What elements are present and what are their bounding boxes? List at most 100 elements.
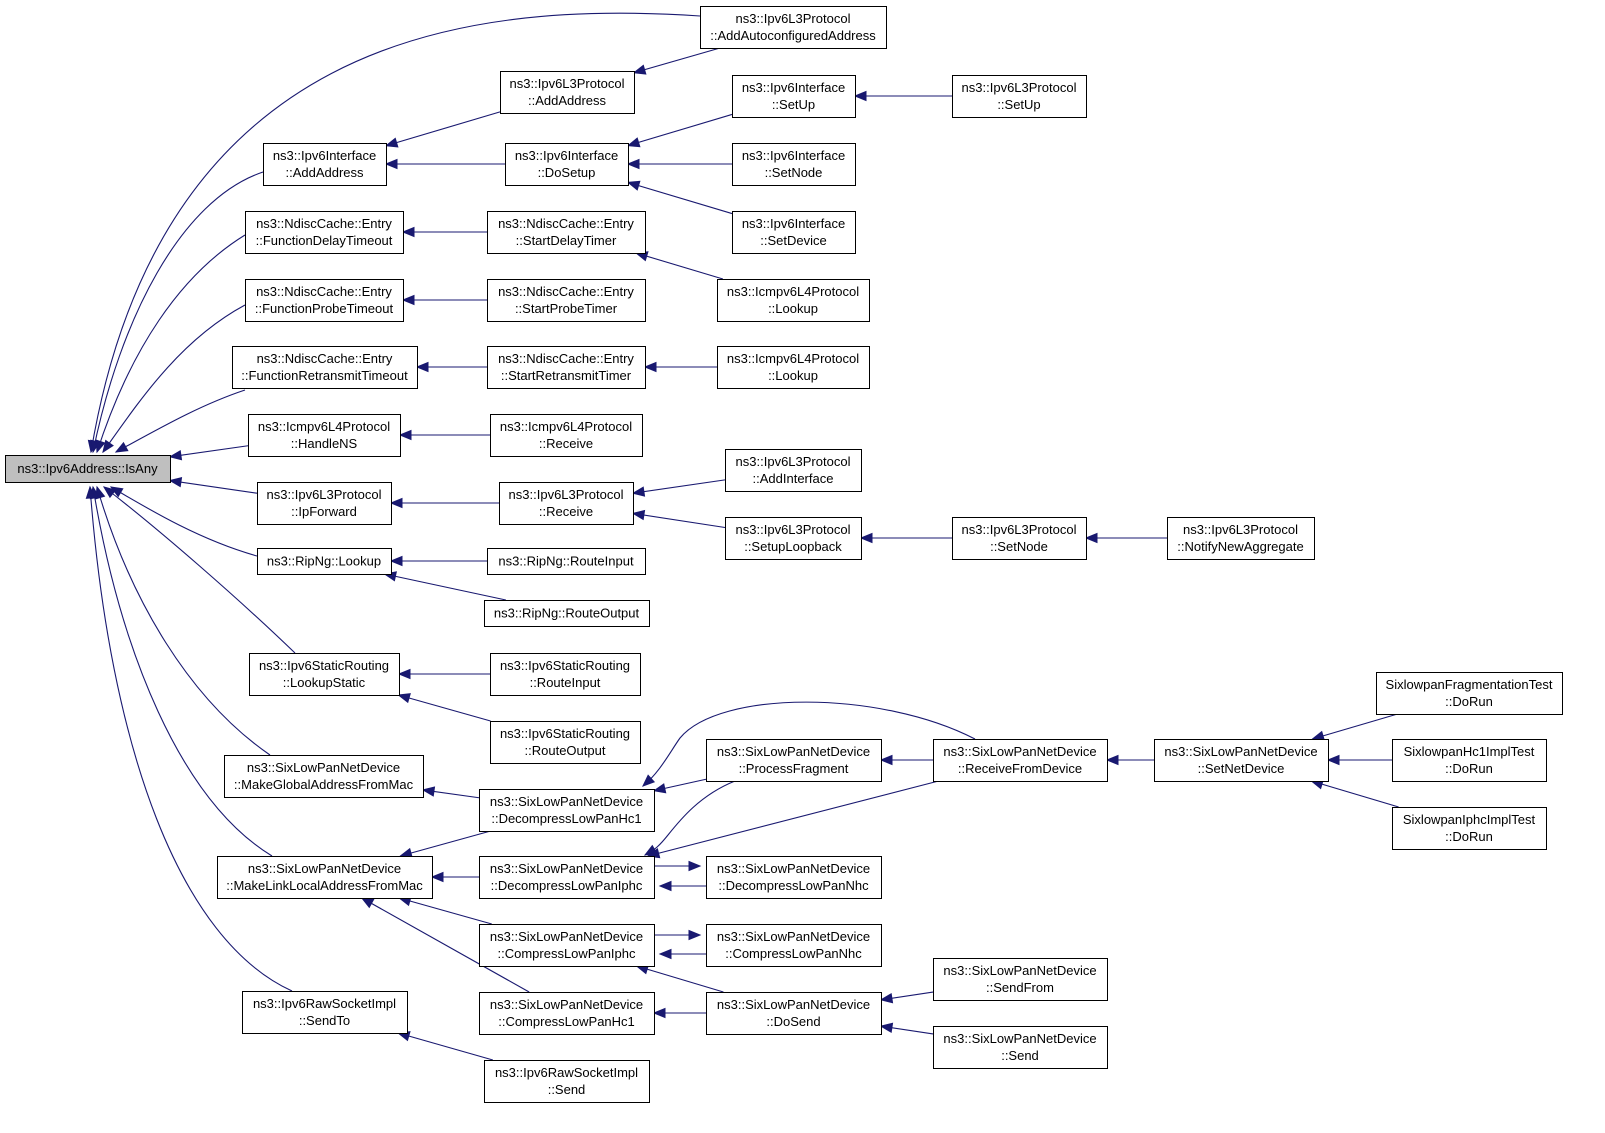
node-box: [933, 958, 1108, 1001]
node-label: ns3::RipNg::RouteInput: [498, 554, 634, 569]
node-rip-routein[interactable]: ns3::RipNg::RouteInput: [487, 548, 646, 575]
node-sr-routein[interactable]: ns3::Ipv6StaticRouting::RouteInput: [490, 653, 641, 696]
node-sr-routeout[interactable]: ns3::Ipv6StaticRouting::RouteOutput: [490, 721, 641, 764]
node-label: ::SetupLoopback: [744, 539, 842, 554]
node-box: [505, 143, 629, 186]
node-slp-comp-nhc[interactable]: ns3::SixLowPanNetDevice::CompressLowPanN…: [706, 924, 882, 967]
node-label: ns3::SixLowPanNetDevice: [943, 963, 1096, 978]
node-l3-addif[interactable]: ns3::Ipv6L3Protocol::AddInterface: [725, 449, 862, 492]
node-label: ns3::SixLowPanNetDevice: [248, 861, 401, 876]
node-slp-send[interactable]: ns3::SixLowPanNetDevice::Send: [933, 1026, 1108, 1069]
node-box: [1392, 739, 1547, 782]
node-box: [479, 924, 655, 967]
node-test-hc1[interactable]: SixlowpanHc1ImplTest::DoRun: [1392, 739, 1547, 782]
node-nd-startprobe[interactable]: ns3::NdiscCache::Entry::StartProbeTimer: [487, 279, 646, 322]
node-l3-addaddr[interactable]: ns3::Ipv6L3Protocol::AddAddress: [500, 71, 635, 114]
node-slp-sendfrom[interactable]: ns3::SixLowPanNetDevice::SendFrom: [933, 958, 1108, 1001]
node-label: ::Lookup: [768, 368, 818, 383]
node-nd-retrans[interactable]: ns3::NdiscCache::Entry::FunctionRetransm…: [232, 346, 418, 389]
edge-icmp_lookup2-to-nd_startretrans-arrow: [643, 361, 657, 373]
node-l3-setnode[interactable]: ns3::Ipv6L3Protocol::SetNode: [952, 517, 1087, 560]
node-l3-notify[interactable]: ns3::Ipv6L3Protocol::NotifyNewAggregate: [1167, 517, 1315, 560]
node-label: ::DecompressLowPanHc1: [491, 811, 641, 826]
node-slp-global[interactable]: ns3::SixLowPanNetDevice::MakeGlobalAddre…: [224, 755, 424, 798]
node-label: ::SetNetDevice: [1198, 761, 1285, 776]
node-label: ::DoRun: [1445, 829, 1493, 844]
node-slp-dec-nhc[interactable]: ns3::SixLowPanNetDevice::DecompressLowPa…: [706, 856, 882, 899]
node-label: ns3::SixLowPanNetDevice: [943, 744, 1096, 759]
node-slp-procfrag[interactable]: ns3::SixLowPanNetDevice::ProcessFragment: [706, 739, 882, 782]
node-raw-send[interactable]: ns3::Ipv6RawSocketImpl::Send: [484, 1060, 650, 1103]
node-slp-comp-hc1[interactable]: ns3::SixLowPanNetDevice::CompressLowPanH…: [479, 992, 655, 1035]
node-test-iphc[interactable]: SixlowpanIphcImplTest::DoRun: [1392, 807, 1547, 850]
edge-l3_setup-to-if_setup-arrow: [853, 90, 867, 102]
node-icmp-ns[interactable]: ns3::Icmpv6L4Protocol::HandleNS: [248, 414, 401, 457]
node-if-dosetup[interactable]: ns3::Ipv6Interface::DoSetup: [505, 143, 629, 186]
edge-test_iphc-to-slp_setnetdev: [1311, 780, 1399, 808]
edge-l3_ipfwd-to-root-arrow: [168, 477, 183, 488]
node-if-setup[interactable]: ns3::Ipv6Interface::SetUp: [732, 75, 856, 118]
node-box: [232, 346, 418, 389]
node-nd-probe[interactable]: ns3::NdiscCache::Entry::FunctionProbeTim…: [245, 279, 404, 322]
node-label: ::DoRun: [1445, 694, 1493, 709]
node-l3-setuploop[interactable]: ns3::Ipv6L3Protocol::SetupLoopback: [725, 517, 862, 560]
node-box: [706, 856, 882, 899]
edge-raw_send-to-raw_sendto: [398, 1032, 493, 1061]
edge-slp_comp_hc1-to-slp_linklocal-arrow: [360, 897, 375, 909]
node-label: ::SetUp: [772, 97, 815, 112]
node-l3-addautocfg[interactable]: ns3::Ipv6L3Protocol::AddAutoconfiguredAd…: [700, 6, 887, 49]
node-box: [725, 449, 862, 492]
node-if-setdevice[interactable]: ns3::Ipv6Interface::SetDevice: [732, 211, 856, 254]
edge-slp_procfrag-to-slp_dec_hc1-arrow: [652, 783, 667, 794]
node-label: ns3::SixLowPanNetDevice: [490, 929, 643, 944]
node-box: [224, 755, 424, 798]
node-rip-routeout[interactable]: ns3::RipNg::RouteOutput: [484, 600, 650, 627]
node-box: [249, 653, 400, 696]
node-nd-delay[interactable]: ns3::NdiscCache::Entry::FunctionDelayTim…: [245, 211, 404, 254]
node-icmp-lookup2[interactable]: ns3::Icmpv6L4Protocol::Lookup: [717, 346, 870, 389]
node-label: ns3::Icmpv6L4Protocol: [258, 419, 390, 434]
node-rip-lookup[interactable]: ns3::RipNg::Lookup: [257, 548, 392, 575]
node-box: [490, 653, 641, 696]
node-nd-startdelay[interactable]: ns3::NdiscCache::Entry::StartDelayTimer: [487, 211, 646, 254]
node-nd-startretrans[interactable]: ns3::NdiscCache::Entry::StartRetransmitT…: [487, 346, 646, 389]
node-icmp-receive[interactable]: ns3::Icmpv6L4Protocol::Receive: [490, 414, 643, 457]
node-l3-ipfwd[interactable]: ns3::Ipv6L3Protocol::IpForward: [257, 482, 392, 525]
node-slp-dec-iphc[interactable]: ns3::SixLowPanNetDevice::DecompressLowPa…: [479, 856, 655, 899]
node-label: ns3::Ipv6Interface: [273, 148, 376, 163]
edge-slp_comp_iphc-to-slp_comp_nhc-arrow: [688, 929, 702, 941]
node-slp-comp-iphc[interactable]: ns3::SixLowPanNetDevice::CompressLowPanI…: [479, 924, 655, 967]
node-box: [490, 721, 641, 764]
node-box: [700, 6, 887, 49]
node-test-frag[interactable]: SixlowpanFragmentationTest::DoRun: [1376, 672, 1563, 715]
edge-if_setup-to-if_dosetup: [627, 113, 733, 147]
edge-l3_addautocfg-to-l3_addaddr-arrow: [632, 64, 647, 75]
node-label: ns3::NdiscCache::Entry: [498, 284, 634, 299]
node-box: [245, 211, 404, 254]
node-label: SixlowpanIphcImplTest: [1403, 812, 1536, 827]
node-if-addaddr[interactable]: ns3::Ipv6Interface::AddAddress: [263, 143, 387, 186]
node-label: ::Send: [1001, 1048, 1039, 1063]
node-slp-linklocal[interactable]: ns3::SixLowPanNetDevice::MakeLinkLocalAd…: [217, 856, 433, 899]
node-slp-recvfrom[interactable]: ns3::SixLowPanNetDevice::ReceiveFromDevi…: [933, 739, 1108, 782]
nodes-layer: ns3::Ipv6Address::IsAny ns3::Ipv6Interfac…: [5, 6, 1563, 1103]
node-raw-sendto[interactable]: ns3::Ipv6RawSocketImpl::SendTo: [242, 991, 408, 1034]
edge-l3_notify-to-l3_setnode-arrow: [1084, 532, 1098, 544]
node-l3-setup[interactable]: ns3::Ipv6L3Protocol::SetUp: [952, 75, 1087, 118]
node-l3-receive[interactable]: ns3::Ipv6L3Protocol::Receive: [499, 482, 634, 525]
node-slp-dec-hc1[interactable]: ns3::SixLowPanNetDevice::DecompressLowPa…: [479, 789, 655, 832]
node-icmp-lookup1[interactable]: ns3::Icmpv6L4Protocol::Lookup: [717, 279, 870, 322]
edge-slp_dec_iphc-to-slp_dec_nhc-arrow: [688, 860, 702, 872]
node-label: ::Lookup: [768, 301, 818, 316]
node-if-setnode[interactable]: ns3::Ipv6Interface::SetNode: [732, 143, 856, 186]
edge-if_dosetup-to-if_addaddr-arrow: [384, 158, 398, 170]
edge-nd_retrans-to-root-arrow: [114, 441, 129, 453]
node-label: ::Receive: [539, 436, 593, 451]
node-slp-setnetdev[interactable]: ns3::SixLowPanNetDevice::SetNetDevice: [1154, 739, 1329, 782]
node-label: ns3::NdiscCache::Entry: [257, 351, 393, 366]
node-sr-lookup[interactable]: ns3::Ipv6StaticRouting::LookupStatic: [249, 653, 400, 696]
edge-icmp_ns-to-root-arrow: [168, 450, 183, 461]
node-root[interactable]: ns3::Ipv6Address::IsAny: [5, 455, 171, 483]
edge-slp_linklocal-to-root: [92, 486, 273, 857]
node-slp-dosend[interactable]: ns3::SixLowPanNetDevice::DoSend: [706, 992, 882, 1035]
